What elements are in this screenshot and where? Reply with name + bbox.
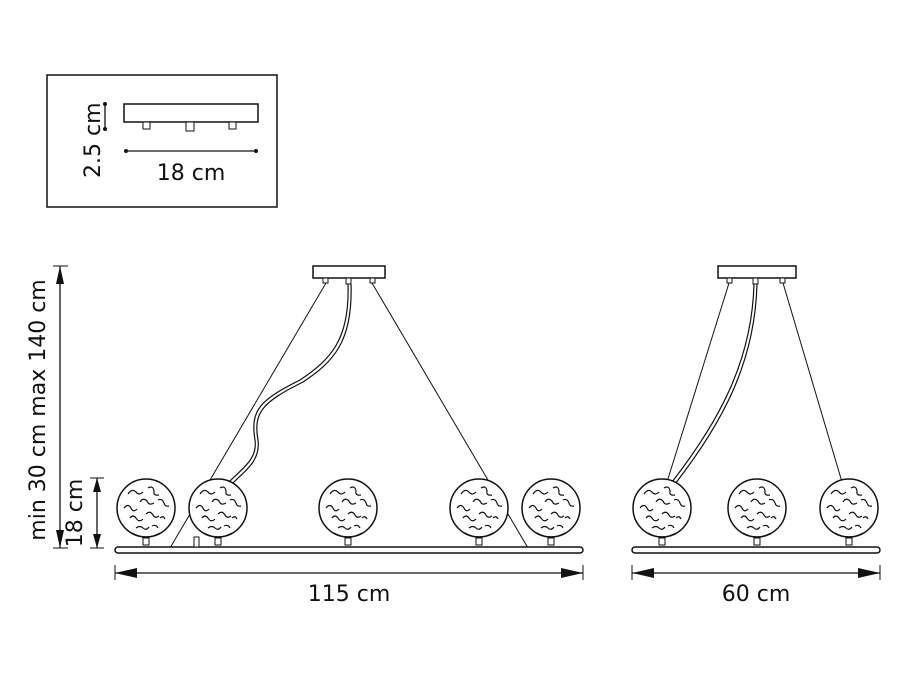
side-view: 60 cm [631, 265, 881, 607]
globe-shade [449, 478, 509, 546]
canopy-plate [123, 103, 259, 123]
canopy-inset: 2.5 cm 18 cm [46, 74, 278, 208]
globe-shade [318, 478, 378, 546]
globe-shade [632, 478, 692, 546]
front-view: 115 cm 18 cm min 30 cm max 140 cm [26, 265, 584, 607]
front-width-label: 115 cm [308, 582, 391, 607]
globe-shade [521, 478, 581, 546]
side-canopy [717, 265, 797, 279]
shade-height-dimension: 18 cm [63, 477, 104, 549]
power-cable [227, 283, 349, 484]
inset-width-dimension: 18 cm [124, 149, 258, 186]
suspension-wire [782, 282, 843, 483]
inset-width-label: 18 cm [157, 161, 226, 186]
globe-shade [116, 478, 176, 546]
suspension-wire [666, 282, 730, 483]
drop-height-dimension: min 30 cm max 140 cm [26, 265, 68, 549]
inset-height-label: 2.5 cm [81, 102, 106, 178]
shade-height-label: 18 cm [63, 479, 88, 548]
front-width-dimension: 115 cm [114, 565, 584, 607]
globe-shade [188, 478, 248, 546]
side-width-dimension: 60 cm [631, 565, 881, 607]
globe-shade [727, 478, 787, 546]
front-canopy [312, 265, 386, 279]
front-bar [114, 546, 584, 554]
inset-height-dimension: 2.5 cm [81, 102, 107, 178]
side-bar [631, 546, 881, 554]
drop-height-label: min 30 cm max 140 cm [26, 279, 51, 540]
power-cable [671, 283, 755, 483]
globe-shade [819, 478, 879, 546]
side-width-label: 60 cm [722, 582, 791, 607]
inset-frame [46, 74, 278, 208]
